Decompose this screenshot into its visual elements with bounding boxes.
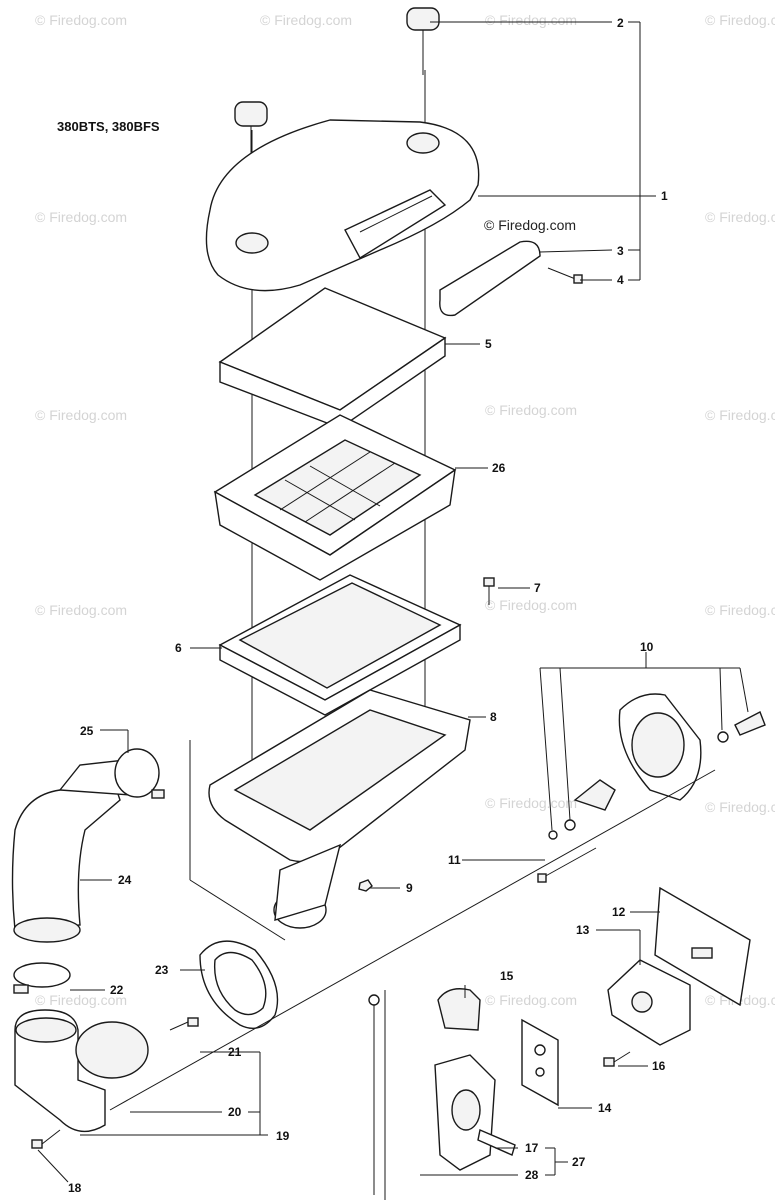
callout-5: 5 [485,337,492,351]
callout-7: 7 [534,581,541,595]
callout-12: 12 [612,905,626,919]
callout-26: 26 [492,461,506,475]
choke-rod [368,994,380,1195]
watermark: © Firedog.com [705,799,775,815]
intake-elbow-part-24 [11,759,131,943]
watermark: © Firedog.com [35,602,127,618]
adapter-part-10 [548,693,766,840]
gasket-part-12 [654,886,751,1007]
screw-part-7 [483,577,495,605]
callout-19: 19 [276,1129,290,1143]
knob-part-2-left [234,101,268,170]
screw-part-16 [603,1051,631,1067]
watermark: © Firedog.com [485,12,577,28]
clamp-part-22 [13,962,71,994]
watermark: © Firedog.com [705,407,775,423]
callout-28: 28 [525,1168,539,1182]
leader-lines [37,21,749,1200]
bolt-part-11 [537,847,597,883]
filter-element-part-6 [218,574,462,716]
watermark: © Firedog.com [485,795,577,811]
watermark: © Firedog.com [485,992,577,1008]
watermark-group: © Firedog.com © Firedog.com © Firedog.co… [35,12,775,1008]
callout-10: 10 [640,640,654,654]
cap-part-15 [437,988,481,1031]
watermark: © Firedog.com [35,209,127,225]
callout-24: 24 [118,873,132,887]
callout-11: 11 [448,853,461,867]
watermark: © Firedog.com [35,407,127,423]
watermark: © Firedog.com [485,597,577,613]
callout-2: 2 [617,16,624,30]
watermark: © Firedog.com [705,12,775,28]
callout-27: 27 [572,1155,586,1169]
callout-15: 15 [500,969,514,983]
watermark: © Firedog.com [705,209,775,225]
clip-part-3 [439,240,541,317]
filter-cover-part-1 [205,119,480,292]
callout-1: 1 [661,189,668,203]
callout-13: 13 [576,923,590,937]
intake-block-part-13 [607,959,691,1046]
callout-21: 21 [228,1045,242,1059]
gasket-part-14 [521,1018,559,1107]
callout-18: 18 [68,1181,82,1195]
prefilter-part-5 [218,287,447,429]
callout-6: 6 [175,641,182,655]
watermark: © Firedog.com [705,602,775,618]
callout-22: 22 [110,983,124,997]
watermark-main: © Firedog.com [484,217,576,233]
screen-part-20 [75,1021,149,1079]
callout-9: 9 [406,881,413,895]
knob-part-2 [406,7,440,75]
screw-part-18 [31,1129,61,1149]
filter-housing-part-8 [208,689,471,929]
callout-17: 17 [525,1141,539,1155]
screw-part-4 [547,267,583,284]
gasket-part-23 [199,940,279,1029]
filter-frame-part-26 [213,414,457,581]
watermark: © Firedog.com [35,12,127,28]
callout-20: 20 [228,1105,242,1119]
nut-part-9 [358,879,373,892]
callout-14: 14 [598,1101,612,1115]
callout-23: 23 [155,963,169,977]
lower-elbow-part-19 [14,1009,106,1133]
clamp-part-25 [114,748,165,799]
watermark: © Firedog.com [35,992,127,1008]
callout-25: 25 [80,724,94,738]
model-label: 380BTS, 380BFS [57,119,160,134]
watermark: © Firedog.com [260,12,352,28]
callout-4: 4 [617,273,624,287]
callout-labels: 2 1 3 4 5 26 7 6 10 8 25 11 24 9 12 13 2… [68,16,668,1195]
callout-3: 3 [617,244,624,258]
carburetor-part-28 [434,1054,516,1171]
screw-part-21 [169,1017,199,1031]
callout-16: 16 [652,1059,666,1073]
watermark: © Firedog.com [485,402,577,418]
callout-8: 8 [490,710,497,724]
